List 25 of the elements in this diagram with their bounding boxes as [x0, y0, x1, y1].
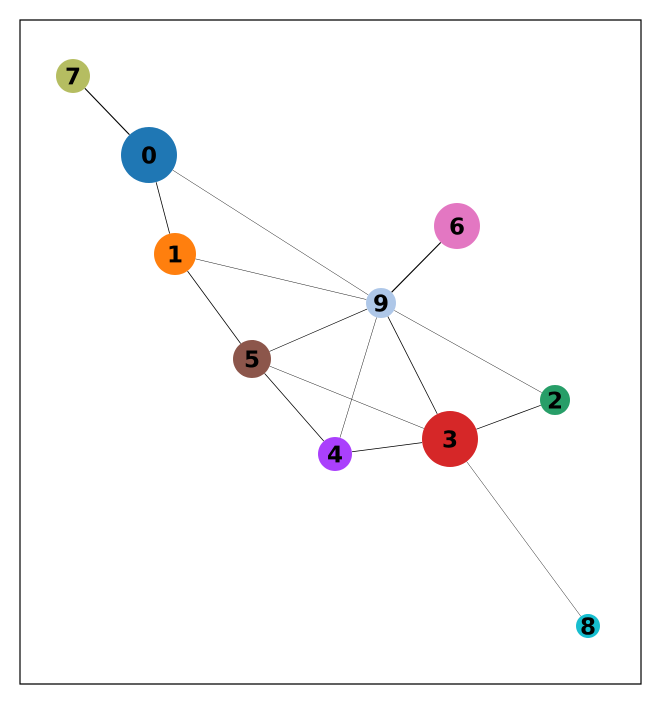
graph-edge	[172, 170, 368, 296]
graph-node: 7	[56, 59, 90, 93]
graph-edge	[270, 366, 424, 429]
graph-node: 3	[422, 411, 478, 467]
graph-edge	[340, 317, 377, 438]
graph-edge	[388, 316, 438, 414]
graph-edge	[84, 88, 130, 136]
graph-edge	[466, 461, 581, 616]
graph-node: 8	[576, 614, 600, 638]
graph-node: 4	[318, 437, 352, 471]
graph-edge	[156, 182, 170, 234]
graph-node: 5	[233, 340, 271, 378]
graph-edge	[391, 242, 442, 293]
graph-edge	[187, 270, 242, 344]
graph-node: 1	[154, 233, 196, 275]
graph-edge	[195, 258, 366, 300]
graph-edge	[264, 373, 324, 442]
graph-node: 0	[121, 127, 177, 183]
graph-edge	[476, 404, 542, 430]
graph-edge	[269, 308, 368, 352]
graph-edge	[352, 442, 422, 452]
graph-node: 9	[366, 288, 396, 318]
graph-node: 2	[540, 385, 570, 415]
graph-edge	[394, 310, 542, 393]
graph-node: 6	[434, 203, 480, 249]
